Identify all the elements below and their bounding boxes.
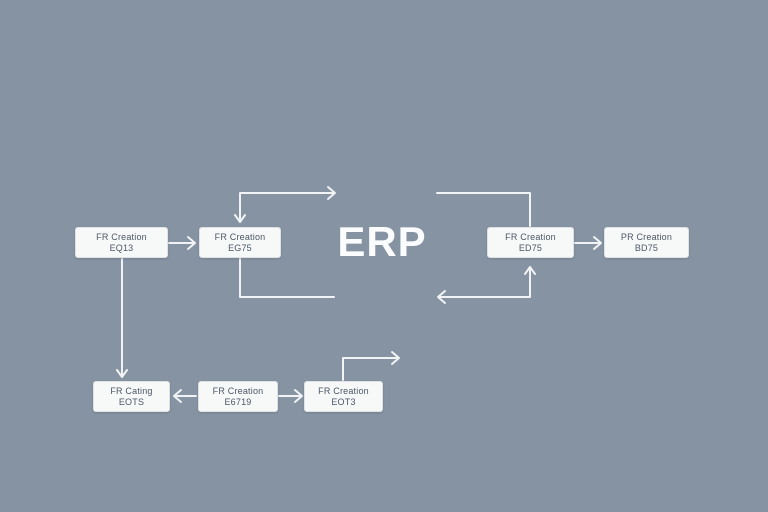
- flow-box-label-line2: EQ13: [109, 242, 134, 253]
- flow-box-label-line2: BD75: [634, 242, 659, 253]
- flow-box-bottom-middle: FR Creation E6719: [198, 381, 278, 412]
- flow-box-label-line2: EG75: [228, 242, 252, 253]
- arrow-top-right-inner-to-outer: [574, 236, 602, 250]
- flow-box-label-line2: ED75: [518, 242, 543, 253]
- flow-box-label-line1: FR Cating: [110, 386, 153, 396]
- flow-box-label-line1: FR Creation: [212, 386, 264, 396]
- arrow-bottom-middle-to-left: [173, 389, 197, 403]
- arrow-top-left-outer-to-inner: [168, 236, 196, 250]
- arrow-elbow-top-left-to-center: [234, 186, 336, 223]
- flow-box-label-line1: FR Creation: [505, 232, 556, 242]
- flow-box-top-right-outer: PR Creation BD75: [604, 227, 689, 258]
- flow-box-label-line2: E6719: [224, 396, 252, 407]
- elbow-center-to-top-right: [436, 192, 531, 227]
- erp-title: ERP: [337, 218, 427, 265]
- flow-box-label-line1: FR Creation: [214, 232, 266, 242]
- flow-box-top-right-inner: FR Creation ED75: [487, 227, 574, 258]
- flow-box-label-line1: FR Creation: [96, 232, 147, 242]
- flow-box-bottom-right: FR Creation EOT3: [304, 381, 383, 412]
- flow-box-top-left-inner: FR Creation EG75: [199, 227, 281, 258]
- arrow-elbow-bottom-right-up: [342, 351, 400, 381]
- flow-box-label-line1: PR Creation: [620, 232, 673, 242]
- elbow-bottom-left-to-center: [239, 258, 335, 298]
- arrow-bottom-middle-to-right: [278, 389, 303, 403]
- flow-box-label-line2: EOT3: [331, 396, 356, 407]
- flow-box-top-left-outer: FR Creation EQ13: [75, 227, 168, 258]
- arrow-elbow-bottom-right-to-center: [437, 266, 536, 304]
- arrow-top-left-outer-to-bottom-left: [116, 258, 128, 378]
- flow-box-label-line2: EOTS: [118, 396, 145, 407]
- flow-box-bottom-left: FR Cating EOTS: [93, 381, 170, 412]
- flow-box-label-line1: FR Creation: [318, 386, 369, 396]
